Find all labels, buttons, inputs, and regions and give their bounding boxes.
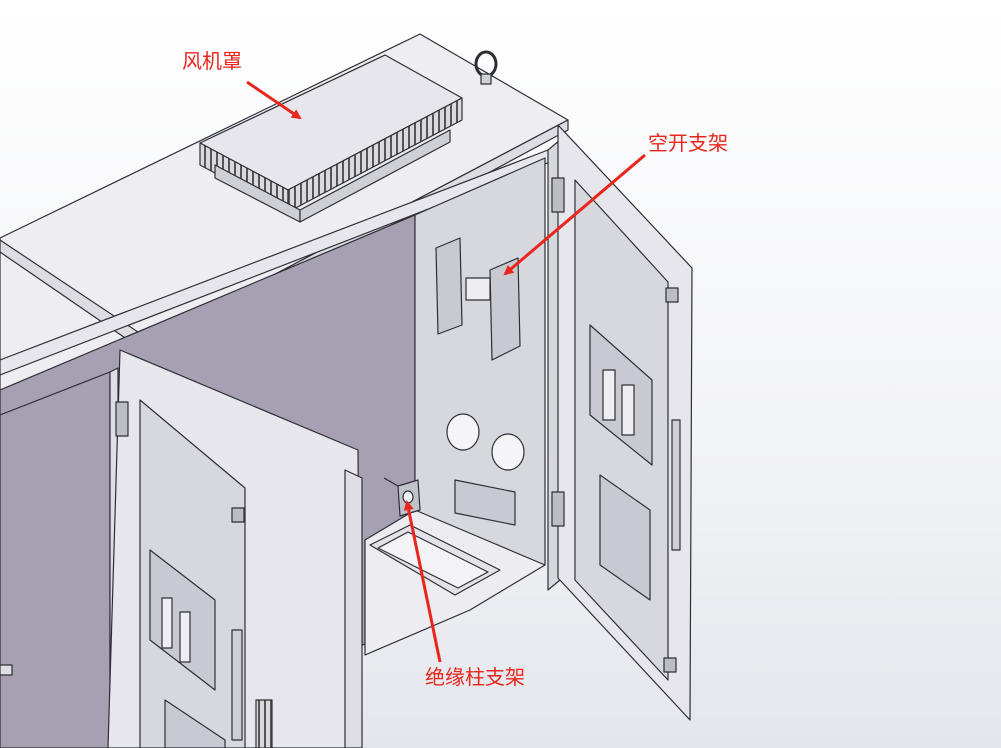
right-door bbox=[551, 124, 693, 721]
left-bay-frame bbox=[0, 367, 119, 748]
base-tray bbox=[364, 509, 546, 656]
fan-cover bbox=[199, 54, 463, 223]
fan-cover-label: 风机罩 bbox=[182, 49, 242, 73]
insulator-bracket-label: 绝缘柱支架 bbox=[425, 665, 525, 689]
fan-cover-arrow bbox=[246, 80, 302, 120]
breaker-bracket-label: 空开支架 bbox=[648, 131, 728, 155]
insulator-bracket bbox=[383, 477, 421, 517]
insulator-bracket-arrow bbox=[403, 500, 442, 663]
lifting-eyebolt-icon bbox=[474, 50, 498, 85]
breaker-bracket-arrow bbox=[503, 153, 646, 276]
corner-plate bbox=[0, 664, 13, 676]
left-door bbox=[107, 349, 363, 748]
